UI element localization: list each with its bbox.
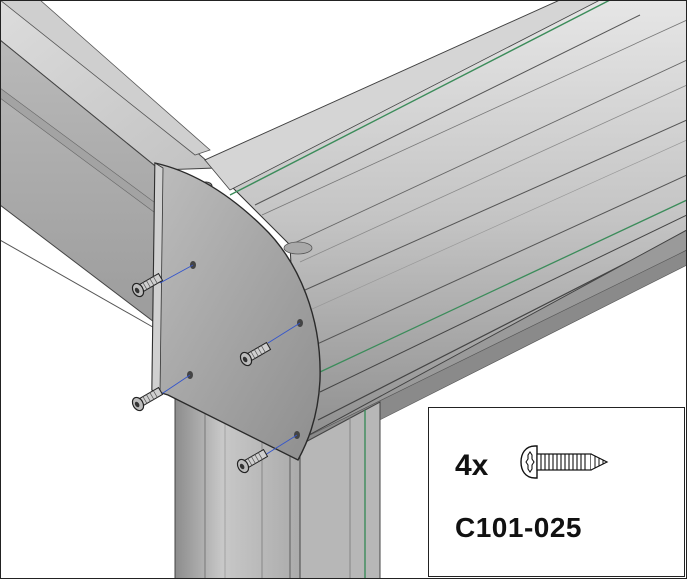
- screw: [131, 272, 164, 298]
- parts-callout: 4x C101-025: [428, 407, 685, 577]
- screw: [236, 448, 269, 474]
- screw-guide-lines: [159, 264, 301, 456]
- pan-head-screw-icon: [520, 445, 609, 479]
- end-cap-plate: [151, 162, 321, 461]
- quantity-label: 4x: [455, 449, 489, 482]
- right-tube: [199, 0, 687, 453]
- part-number: C101-025: [455, 512, 582, 543]
- screw: [239, 341, 272, 367]
- screw: [131, 386, 164, 412]
- left-beam: [0, 0, 217, 331]
- vertical-post: [174, 394, 381, 579]
